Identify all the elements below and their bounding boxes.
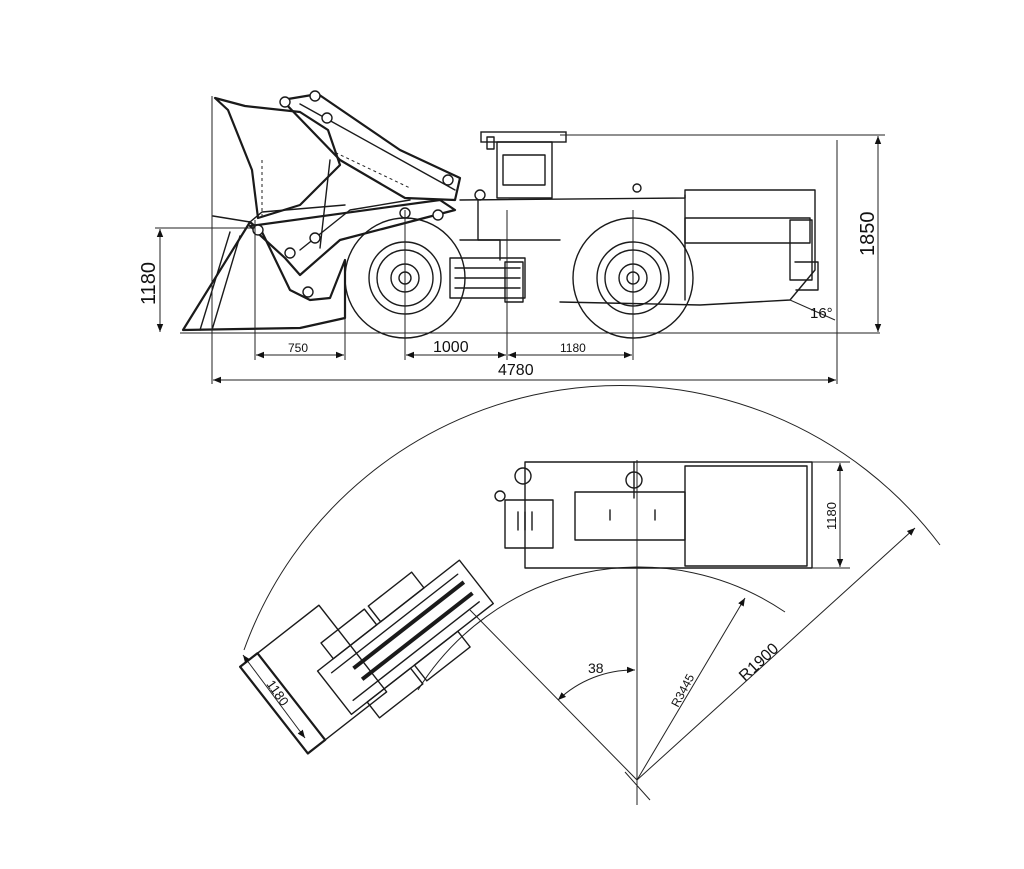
rear-chassis-top bbox=[494, 461, 813, 569]
dim-overall-length: 4780 bbox=[498, 362, 534, 379]
inner-turn-arc bbox=[417, 566, 786, 691]
dim-departure-angle: 16° bbox=[810, 305, 833, 322]
drivetrain bbox=[449, 257, 526, 303]
dim-front-axle: 1000 bbox=[433, 339, 469, 356]
top-view: 1180 1180 38 R3445 R1900 bbox=[239, 385, 941, 805]
dim-inner-radius: R3445 bbox=[668, 671, 697, 709]
boom-arm bbox=[248, 92, 462, 277]
side-dimensions bbox=[155, 96, 885, 384]
outer-turn-arc bbox=[243, 385, 941, 651]
dim-height-total: 1850 bbox=[857, 212, 879, 257]
chassis bbox=[459, 183, 819, 306]
dim-bucket-offset: 750 bbox=[288, 341, 308, 355]
dim-bucket-height: 1180 bbox=[138, 262, 160, 305]
dim-angle: 38 bbox=[588, 660, 604, 676]
raised-bucket bbox=[213, 96, 411, 220]
front-section-top bbox=[316, 559, 494, 719]
side-view: 1850 1180 750 1000 1180 4780 16° bbox=[138, 90, 885, 384]
pivot-pins bbox=[252, 90, 454, 298]
dim-width: 1180 bbox=[824, 502, 839, 530]
operator-canopy bbox=[474, 131, 567, 261]
dim-rear-axle: 1180 bbox=[560, 341, 586, 355]
dim-outer-radius: R1900 bbox=[736, 640, 782, 685]
